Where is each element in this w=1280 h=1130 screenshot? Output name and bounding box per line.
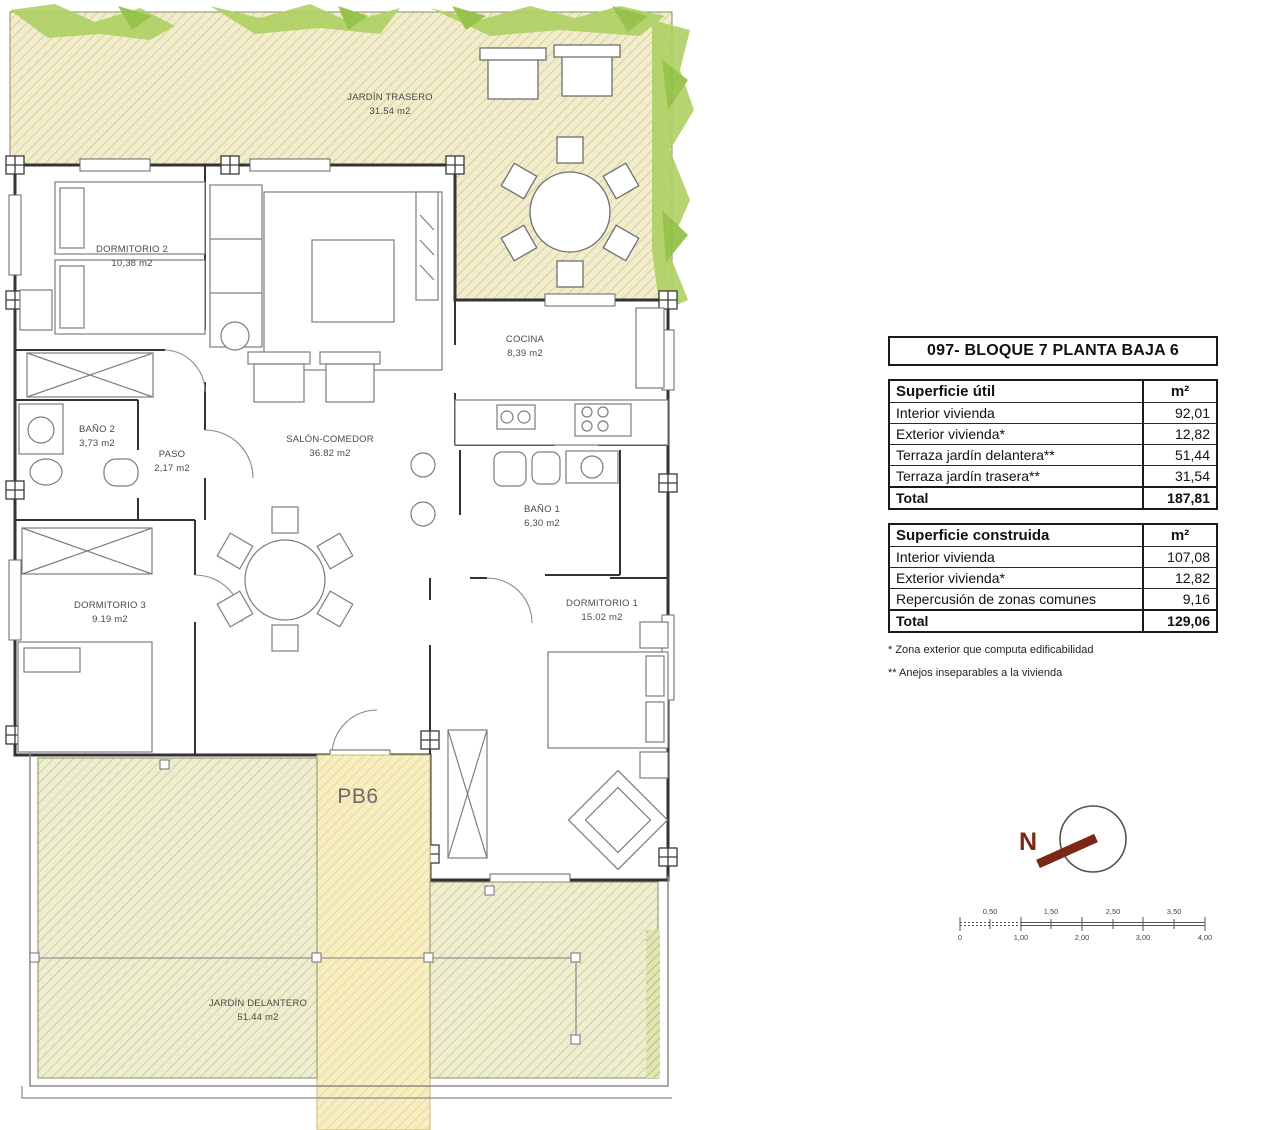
- surface-info-panel: 097- BLOQUE 7 PLANTA BAJA 6 Superficie ú…: [888, 336, 1218, 679]
- label-paso-area: 2,17 m2: [154, 463, 190, 474]
- label-paso: PASO: [159, 449, 186, 460]
- row-label: Interior vivienda: [889, 546, 1143, 568]
- superficie-construida-header: Superficie construida: [896, 527, 1050, 544]
- label-dormitorio-3: DORMITORIO 3: [74, 600, 146, 611]
- table-header-row: Superficie útil m²: [889, 380, 1217, 403]
- row-label: Repercusión de zonas comunes: [889, 588, 1143, 610]
- table-row: Exterior vivienda* 12,82: [889, 423, 1217, 445]
- row-value: 31,54: [1142, 465, 1217, 487]
- label-jardin-delantero-area: 51.44 m2: [237, 1012, 278, 1023]
- label-jardin-delantero: JARDÍN DELANTERO: [209, 998, 307, 1009]
- row-label: Exterior vivienda*: [889, 567, 1143, 589]
- label-dormitorio-1: DORMITORIO 1: [566, 598, 638, 609]
- label-salon-comedor-area: 36.82 m2: [309, 448, 350, 459]
- row-label: Exterior vivienda*: [889, 423, 1143, 445]
- compass-n-label: N: [1019, 828, 1037, 856]
- footnote-anejos: ** Anejos inseparables a la vivienda: [888, 667, 1063, 679]
- unit-m2-header: m²: [1142, 380, 1217, 403]
- total-value: 129,06: [1142, 609, 1217, 632]
- total-label: Total: [889, 486, 1143, 509]
- furniture: [17, 181, 669, 871]
- table-header-row: Superficie construida m²: [889, 524, 1217, 547]
- north-compass: N: [1019, 805, 1127, 873]
- row-value: 51,44: [1142, 444, 1217, 466]
- label-dormitorio-2: DORMITORIO 2: [96, 244, 168, 255]
- table-row: Repercusión de zonas comunes 9,16: [889, 588, 1217, 610]
- scale-tick-label: 2,00: [1075, 933, 1090, 942]
- row-label: Terraza jardín delantera**: [889, 444, 1143, 466]
- floor-plan-drawing: JARDÍN TRASERO 31.54 m2 DORMITORIO 2 10,…: [5, 4, 694, 1130]
- compass-circle: [1059, 805, 1127, 873]
- row-value: 12,82: [1142, 567, 1217, 589]
- scale-tick-label: 3,50: [1167, 907, 1182, 916]
- superficie-util-header: Superficie útil: [896, 383, 996, 400]
- label-salon-comedor: SALÓN-COMEDOR: [286, 434, 374, 445]
- garden-lounge-chairs: [479, 44, 621, 100]
- pb6-access-strip: [316, 754, 431, 1130]
- scale-tick-label: 1,00: [1014, 933, 1029, 942]
- table-row: Interior vivienda 92,01: [889, 402, 1217, 424]
- scale-bar: 0,50 1,50 2,50 3,50 0 1,00 2,00 3,00 4,0…: [958, 907, 1213, 942]
- row-label: Interior vivienda: [889, 402, 1143, 424]
- garden-dining-set: [500, 136, 640, 288]
- label-dormitorio-3-area: 9.19 m2: [92, 614, 128, 625]
- label-cocina-area: 8,39 m2: [507, 348, 543, 359]
- scale-tick-label: 0: [958, 933, 962, 942]
- table-row: Exterior vivienda* 12,82: [889, 567, 1217, 589]
- superficie-construida-table: Superficie construida m² Interior vivien…: [888, 523, 1218, 633]
- label-bano-2: BAÑO 2: [79, 424, 115, 435]
- plan-title: 097- BLOQUE 7 PLANTA BAJA 6: [888, 336, 1218, 366]
- label-bano-1: BAÑO 1: [524, 504, 560, 515]
- label-jardin-trasero-area: 31.54 m2: [369, 106, 410, 117]
- property-boundary: [21, 752, 672, 1099]
- total-value: 187,81: [1142, 486, 1217, 509]
- scale-tick-label: 3,00: [1136, 933, 1151, 942]
- table-row: Terraza jardín trasera** 31,54: [889, 465, 1217, 487]
- scale-tick-label: 4,00: [1198, 933, 1213, 942]
- row-value: 9,16: [1142, 588, 1217, 610]
- scale-tick-label: 0,50: [983, 907, 998, 916]
- label-pb6-unit: PB6: [337, 785, 378, 808]
- label-dormitorio-1-area: 15.02 m2: [581, 612, 622, 623]
- row-value: 12,82: [1142, 423, 1217, 445]
- label-cocina: COCINA: [506, 334, 545, 345]
- front-garden-left: [37, 757, 318, 1079]
- unit-m2-header: m²: [1142, 524, 1217, 547]
- front-garden-right: [429, 881, 659, 1079]
- table-total-row: Total 187,81: [889, 486, 1217, 509]
- table-row: Interior vivienda 107,08: [889, 546, 1217, 568]
- compass-needle: [1036, 833, 1098, 869]
- vegetation-blobs: [10, 4, 694, 312]
- label-bano-2-area: 3,73 m2: [79, 438, 115, 449]
- total-label: Total: [889, 609, 1143, 632]
- label-dormitorio-2-area: 10,38 m2: [111, 258, 152, 269]
- table-total-row: Total 129,06: [889, 609, 1217, 632]
- table-row: Terraza jardín delantera** 51,44: [889, 444, 1217, 466]
- footnote-exterior: * Zona exterior que computa edificabilid…: [888, 644, 1094, 656]
- front-garden-hedge: [646, 930, 660, 1078]
- scale-tick-label: 2,50: [1106, 907, 1121, 916]
- row-value: 107,08: [1142, 546, 1217, 568]
- superficie-util-table: Superficie útil m² Interior vivienda 92,…: [888, 379, 1218, 510]
- row-value: 92,01: [1142, 402, 1217, 424]
- label-bano-1-area: 6,30 m2: [524, 518, 560, 529]
- garden-fence: [29, 759, 581, 1045]
- label-jardin-trasero: JARDÍN TRASERO: [347, 92, 433, 103]
- scale-tick-label: 1,50: [1044, 907, 1059, 916]
- row-label: Terraza jardín trasera**: [889, 465, 1143, 487]
